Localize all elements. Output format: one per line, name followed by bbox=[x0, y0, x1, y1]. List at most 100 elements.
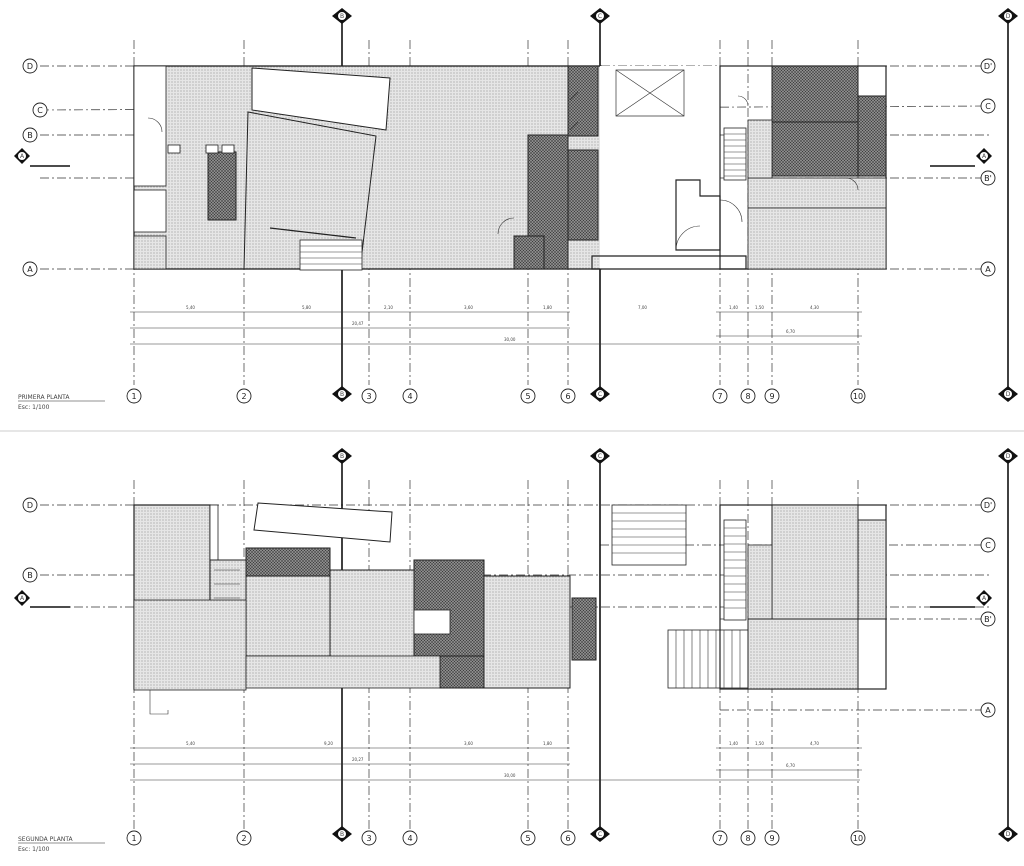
svg-text:B: B bbox=[340, 13, 344, 20]
row-d-prime-bubble-right: D' bbox=[980, 58, 996, 74]
row-a-bubble-left: A bbox=[22, 261, 38, 277]
dim-first-5: 1,80 bbox=[543, 305, 552, 310]
column-9-bubble: 9 bbox=[764, 388, 780, 404]
dim-second-5: 1,40 bbox=[729, 741, 738, 746]
row-d-bubble-left: D bbox=[22, 58, 38, 74]
second-left-block-rooms bbox=[133, 502, 597, 715]
courtyard bbox=[591, 66, 747, 270]
first-row-bubbles-right: D' C B' A bbox=[980, 58, 996, 277]
column-3-bubble: 3 bbox=[361, 388, 377, 404]
dim-second-total-c: 6,70 bbox=[786, 763, 795, 768]
svg-text:5: 5 bbox=[525, 392, 530, 401]
svg-text:C: C bbox=[598, 391, 602, 398]
svg-text:B': B' bbox=[984, 615, 992, 624]
column-5-bubble: 5 bbox=[520, 830, 536, 846]
column-4-bubble: 4 bbox=[402, 388, 418, 404]
row-d-prime-bubble-right: D' bbox=[980, 497, 996, 513]
svg-text:C: C bbox=[37, 106, 43, 115]
first-floor-title-block: PRIMERA PLANTA Esc: 1/100 bbox=[18, 394, 105, 411]
dim-second-total-a: 20,27 bbox=[352, 757, 364, 762]
column-2-bubble: 2 bbox=[236, 388, 252, 404]
first-floor-title: PRIMERA PLANTA bbox=[18, 394, 70, 401]
dim-first-2: 5,80 bbox=[302, 305, 311, 310]
section-c-marker-bottom: C bbox=[590, 386, 610, 402]
dim-first-4: 3,60 bbox=[464, 305, 473, 310]
row-d-bubble-left: D bbox=[22, 497, 38, 513]
second-floor-plan: 5,40 9,20 3,60 1,80 1,40 1,50 4,70 20,27… bbox=[14, 448, 1018, 853]
svg-text:1: 1 bbox=[131, 392, 136, 401]
row-c-bubble-right: C bbox=[980, 98, 996, 114]
svg-text:B: B bbox=[340, 453, 344, 460]
svg-text:D: D bbox=[1006, 391, 1011, 398]
second-section-markers: B C D B C D A A bbox=[14, 448, 1018, 842]
dim-second-3: 3,60 bbox=[464, 741, 473, 746]
column-10-bubble: 10 bbox=[850, 388, 866, 404]
svg-text:A: A bbox=[20, 153, 25, 160]
column-10-bubble: 10 bbox=[850, 830, 866, 846]
dim-first-8: 1,50 bbox=[755, 305, 764, 310]
dim-first-3: 2,10 bbox=[384, 305, 393, 310]
column-7-bubble: 7 bbox=[712, 388, 728, 404]
svg-text:D: D bbox=[27, 62, 33, 71]
dim-second-total-b: 30,00 bbox=[504, 773, 516, 778]
svg-text:A: A bbox=[27, 265, 33, 274]
column-6-bubble: 6 bbox=[560, 388, 576, 404]
first-row-bubbles-left: D C B A bbox=[22, 58, 48, 277]
svg-text:B: B bbox=[340, 831, 344, 838]
svg-text:10: 10 bbox=[853, 392, 863, 401]
dim-first-total-c: 6,70 bbox=[786, 329, 795, 334]
svg-text:9: 9 bbox=[769, 834, 774, 843]
svg-text:1: 1 bbox=[131, 834, 136, 843]
second-right-block-rooms bbox=[719, 504, 887, 690]
svg-text:D: D bbox=[1006, 13, 1011, 20]
second-middle-stair bbox=[611, 504, 749, 689]
section-a-marker-left: A bbox=[14, 590, 30, 606]
first-column-bubbles: 1 2 3 4 5 6 7 8 9 10 bbox=[126, 388, 866, 404]
section-d-marker-top: D bbox=[998, 448, 1018, 464]
dim-first-1: 5,40 bbox=[186, 305, 195, 310]
dim-second-4: 1,80 bbox=[543, 741, 552, 746]
second-floor-dimensions: 5,40 9,20 3,60 1,80 1,40 1,50 4,70 20,27… bbox=[130, 741, 862, 781]
dim-second-6: 1,50 bbox=[755, 741, 764, 746]
svg-text:8: 8 bbox=[745, 834, 750, 843]
row-a-bubble-right: A bbox=[980, 261, 996, 277]
column-3-bubble: 3 bbox=[361, 830, 377, 846]
column-2-bubble: 2 bbox=[236, 830, 252, 846]
dim-first-6: 7,00 bbox=[638, 305, 647, 310]
column-6-bubble: 6 bbox=[560, 830, 576, 846]
svg-text:A: A bbox=[982, 153, 987, 160]
dim-second-7: 4,70 bbox=[810, 741, 819, 746]
first-section-markers: B C D B C D A A bbox=[14, 8, 1018, 402]
second-row-bubbles-left: D B bbox=[22, 497, 38, 583]
svg-text:C: C bbox=[598, 831, 602, 838]
dim-second-1: 5,40 bbox=[186, 741, 195, 746]
row-b-bubble-left: B bbox=[22, 567, 38, 583]
svg-text:D: D bbox=[1006, 831, 1011, 838]
section-d-marker-top: D bbox=[998, 8, 1018, 24]
first-floor-scale: Esc: 1/100 bbox=[18, 404, 50, 411]
svg-text:7: 7 bbox=[717, 392, 722, 401]
column-1-bubble: 1 bbox=[126, 830, 142, 846]
svg-text:10: 10 bbox=[853, 834, 863, 843]
svg-text:D': D' bbox=[984, 501, 992, 510]
svg-text:6: 6 bbox=[565, 392, 570, 401]
second-column-bubbles: 1 2 3 4 5 6 7 8 9 10 bbox=[126, 830, 866, 846]
row-a-bubble-right: A bbox=[980, 702, 996, 718]
dim-first-7: 1,40 bbox=[729, 305, 738, 310]
svg-text:9: 9 bbox=[769, 392, 774, 401]
dim-first-total-a: 20,47 bbox=[352, 321, 364, 326]
svg-text:4: 4 bbox=[407, 392, 412, 401]
svg-text:7: 7 bbox=[717, 834, 722, 843]
svg-text:C: C bbox=[598, 13, 602, 20]
row-c-bubble-left: C bbox=[32, 102, 48, 118]
section-d-marker-bottom: D bbox=[998, 826, 1018, 842]
section-a-marker-right: A bbox=[976, 148, 992, 164]
section-b-marker-top: B bbox=[332, 448, 352, 464]
svg-text:3: 3 bbox=[366, 392, 371, 401]
svg-text:B: B bbox=[340, 391, 344, 398]
svg-text:C: C bbox=[598, 453, 602, 460]
svg-text:B': B' bbox=[984, 174, 992, 183]
svg-text:2: 2 bbox=[241, 392, 246, 401]
second-row-bubbles-right: D' C B' A bbox=[980, 497, 996, 718]
